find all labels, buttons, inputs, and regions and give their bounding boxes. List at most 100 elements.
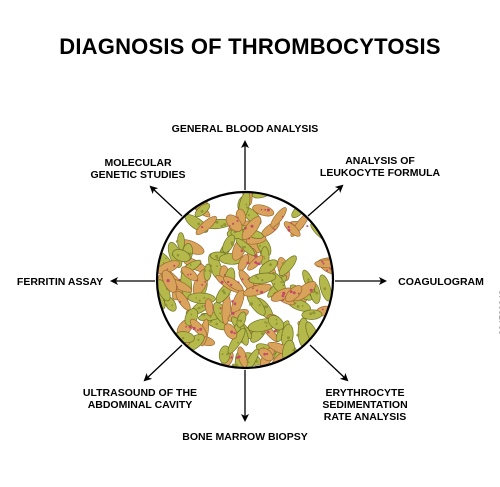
platelet-granule	[316, 334, 320, 338]
platelet-granule	[286, 336, 290, 340]
platelet-granule	[187, 298, 189, 300]
platelet-granule	[234, 363, 238, 367]
platelet-granule	[198, 299, 201, 302]
platelet-cell	[258, 259, 278, 275]
platelet-granule	[273, 283, 276, 285]
platelet-granule	[263, 352, 266, 356]
platelet-granule	[282, 291, 286, 295]
platelet-granule	[309, 312, 313, 316]
platelet-granule	[292, 291, 296, 295]
platelet-granule	[245, 203, 248, 206]
platelet-cell	[252, 204, 275, 217]
platelet-granule	[263, 255, 265, 258]
platelet-granule	[257, 277, 259, 280]
platelet-granule	[250, 224, 254, 228]
platelet-granule	[281, 215, 284, 218]
platelet-granule	[252, 287, 254, 290]
platelet-granule	[312, 311, 316, 315]
platelet-granule	[242, 245, 244, 248]
platelet-granule	[197, 222, 201, 226]
platelet-granule	[238, 355, 241, 359]
platelet-granule	[272, 227, 275, 230]
platelet-cell	[244, 348, 260, 368]
platelet-granule	[231, 311, 235, 315]
platelet-granule	[162, 262, 165, 264]
platelet-cell	[283, 221, 301, 237]
page-title: DIAGNOSIS OF THROMBOCYTOSIS	[59, 34, 441, 59]
platelet-granule	[281, 262, 285, 265]
platelet-granule	[231, 363, 235, 367]
platelet-granule	[255, 275, 258, 278]
platelet-granule	[266, 322, 269, 325]
platelet-granule	[228, 293, 231, 296]
platelet-granule	[275, 318, 278, 321]
platelet-cell	[223, 276, 244, 292]
label-bone-marrow-biopsy: BONE MARROW BIOPSY	[182, 431, 308, 443]
platelet-granule	[232, 243, 235, 246]
platelet-granule	[258, 304, 261, 307]
platelet-granule	[241, 278, 244, 281]
platelet-granule	[237, 281, 240, 284]
platelet-granule	[221, 353, 224, 356]
platelet-granule	[309, 288, 313, 292]
platelet-granule	[229, 225, 231, 227]
platelet-granule	[192, 326, 196, 331]
platelet-granule	[190, 313, 193, 316]
platelet-granule	[176, 253, 180, 257]
platelet-cell	[225, 214, 243, 232]
platelet-granule	[189, 264, 192, 266]
platelet-granule	[269, 263, 272, 266]
platelet-granule	[256, 360, 259, 363]
platelet-granule	[240, 249, 244, 253]
platelet-granule	[230, 283, 233, 287]
platelet-granule	[321, 260, 324, 263]
platelet-granule	[173, 264, 176, 267]
platelet-cell	[222, 234, 236, 253]
platelet-granule	[223, 291, 226, 295]
platelet-granule	[151, 295, 153, 297]
platelet-granule	[243, 245, 246, 249]
platelet-granule	[297, 292, 300, 295]
platelet-granule	[234, 303, 237, 306]
platelet-granule	[220, 224, 223, 228]
platelet-cell	[267, 314, 285, 331]
platelet-granule	[266, 352, 269, 356]
platelet-cell	[258, 347, 274, 362]
platelet-granule	[215, 220, 219, 224]
platelet-granule	[273, 228, 276, 231]
platelet-granule	[287, 226, 290, 229]
arrows	[110, 140, 387, 422]
platelet-cell	[181, 266, 199, 281]
platelet-granule	[237, 341, 240, 344]
platelet-granule	[185, 326, 188, 328]
platelet-granule	[189, 252, 192, 256]
platelet-granule	[204, 280, 207, 283]
platelet-granule	[172, 337, 175, 340]
platelet-granule	[166, 268, 169, 270]
platelet-granule	[241, 341, 243, 344]
label-analysis-leukocyte-formula: ANALYSIS OF LEUKOCYTE FORMULA	[319, 155, 441, 179]
platelet-granule	[200, 210, 204, 213]
platelet-granule	[216, 265, 218, 267]
platelet-granule	[275, 323, 278, 326]
platelet-granule	[165, 257, 167, 260]
platelet-granule	[188, 325, 192, 329]
platelet-granule	[219, 307, 222, 310]
platelet-granule	[246, 206, 248, 209]
platelet-granule	[219, 312, 222, 315]
label-erythrocyte-sedimentation: ERYTHROCYTE SEDIMENTATION RATE ANALYSIS	[322, 387, 408, 423]
platelet-circle	[151, 190, 335, 370]
platelet-granule	[197, 329, 199, 332]
platelet-cell	[172, 249, 191, 263]
platelet-granule	[326, 269, 329, 272]
platelet-granule	[332, 260, 333, 264]
platelet-cell	[236, 311, 247, 328]
platelet-granule	[281, 334, 284, 337]
platelet-granule	[244, 226, 247, 230]
platelet-granule	[226, 352, 229, 356]
platelet-granule	[296, 333, 300, 337]
platelet-granule	[258, 262, 261, 266]
platelet-granule	[227, 280, 230, 284]
platelet-granule	[266, 330, 270, 334]
platelet-cell	[301, 309, 323, 320]
